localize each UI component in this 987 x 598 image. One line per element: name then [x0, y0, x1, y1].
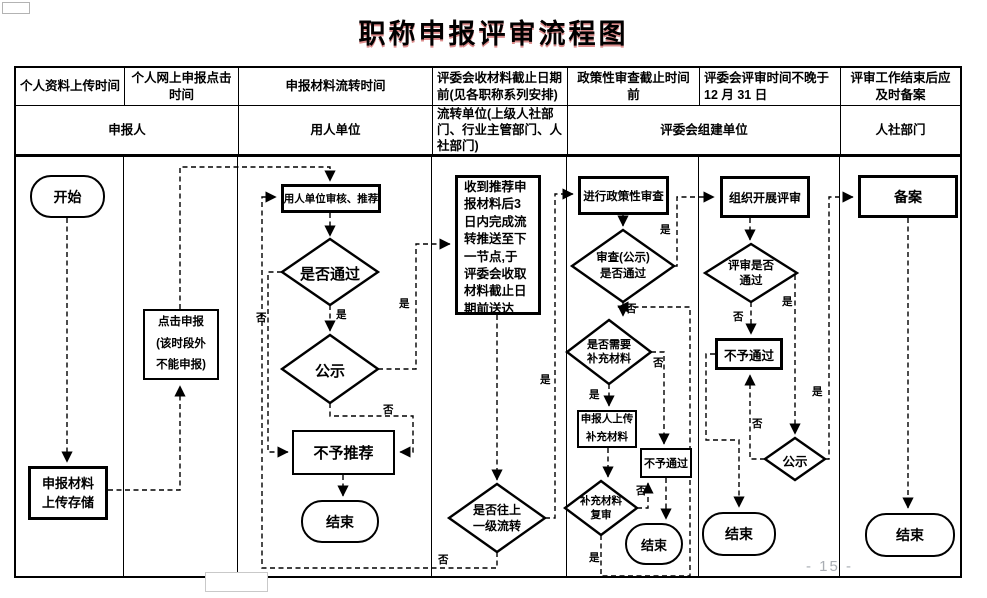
edge-label-yes: 是 — [660, 224, 671, 236]
node-employer-review: 用人单位审核、推荐 — [281, 184, 381, 213]
node-end-3: 结束 — [702, 512, 776, 556]
lane-header-time-2: 个人网上申报点击时间 — [125, 68, 239, 106]
lane-divider — [839, 155, 840, 576]
edge-label-no: 否 — [626, 303, 637, 315]
node-upload-supp: 申报人上传 补充材料 — [577, 410, 637, 448]
lane-divider — [698, 155, 699, 576]
edge-label-yes: 是 — [589, 552, 600, 564]
edge-label-no: 否 — [733, 311, 744, 323]
node-organize-review: 组织开展评审 — [720, 176, 810, 218]
edge-label-yes: 是 — [782, 296, 793, 308]
lane-header-role-transfer-unit: 流转单位(上级人社部门、行业主管部门、人社部门) — [433, 106, 568, 157]
page-corner-artifact — [2, 2, 30, 14]
node-no-recommend: 不予推荐 — [292, 430, 395, 475]
node-click-apply: 点击申报 (该时段外 不能申报) — [143, 309, 219, 380]
node-policy-review: 进行政策性审查 — [578, 176, 669, 215]
node-end-1: 结束 — [301, 500, 379, 543]
node-no-pass-2: 不予通过 — [715, 338, 783, 370]
edge-label-no: 否 — [256, 312, 267, 324]
lane-divider — [123, 155, 124, 576]
page-number: - 15 - — [806, 558, 854, 575]
lane-divider — [237, 155, 238, 576]
lane-divider — [566, 155, 567, 576]
node-no-pass-1: 不予通过 — [640, 448, 692, 478]
edge-label-yes: 是 — [812, 386, 823, 398]
lane-divider — [431, 155, 432, 576]
node-record: 备案 — [858, 175, 958, 218]
lane-header-time-6: 评委会评审时间不晚于 12 月 31 日 — [700, 68, 841, 106]
lane-header-time-1: 个人资料上传时间 — [16, 68, 125, 106]
lane-header-role-committee: 评委会组建单位 — [568, 106, 841, 157]
lane-header-role-applicant: 申报人 — [16, 106, 239, 157]
edge-label-yes: 是 — [589, 389, 600, 401]
edge-label-yes: 是 — [336, 309, 347, 321]
lane-header-time-4: 评委会收材料截止日期前(见各职称系列安排) — [433, 68, 568, 106]
swimlane-table: 个人资料上传时间 个人网上申报点击时间 申报材料流转时间 评委会收材料截止日期前… — [14, 66, 962, 578]
lane-header-role-employer: 用人单位 — [239, 106, 433, 157]
node-start: 开始 — [30, 175, 105, 218]
lane-header-role-hr-dept: 人社部门 — [841, 106, 960, 157]
edge-label-no: 否 — [653, 357, 664, 369]
page-title: 职称申报评审流程图 — [358, 19, 629, 49]
edge-label-no: 否 — [438, 554, 449, 566]
node-upload-store: 申报材料 上传存储 — [28, 466, 108, 520]
lane-header-time-7: 评审工作结束后应及时备案 — [841, 68, 960, 106]
node-transfer-note: 收到推荐申 报材料后3 日内完成流 转推送至下 一节点,于 评委会收取 材料截止… — [455, 175, 541, 316]
node-end-2: 结束 — [625, 523, 683, 565]
edge-label-no: 否 — [752, 418, 763, 430]
node-end-4: 结束 — [865, 513, 955, 557]
edge-label-yes: 是 — [399, 298, 410, 310]
edge-label-yes: 是 — [540, 374, 551, 386]
edge-label-no: 否 — [383, 404, 394, 416]
lane-header-time-3: 申报材料流转时间 — [239, 68, 433, 106]
page-bottom-artifact — [205, 572, 268, 592]
lane-header-time-5: 政策性审查截止时间前 — [568, 68, 700, 106]
edge-label-no: 否 — [636, 485, 647, 497]
